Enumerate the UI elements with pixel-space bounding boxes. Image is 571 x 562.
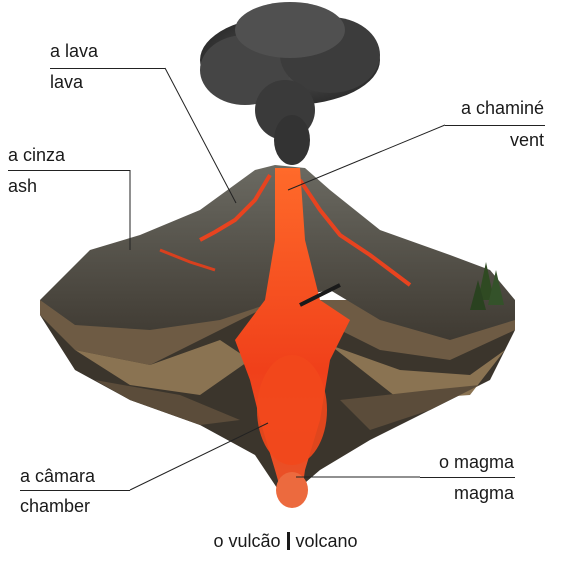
label-chamber-en: chamber (20, 496, 90, 516)
label-lava: a lava (50, 41, 98, 61)
label-lava-en: lava (50, 72, 83, 92)
caption-pt: o vulcão (213, 531, 280, 551)
label-vent-rule (445, 125, 545, 126)
label-chamber-rule (20, 490, 130, 491)
caption-en: volcano (296, 531, 358, 551)
label-magma-en-wrap: magma (454, 483, 514, 503)
label-magma-en: magma (454, 483, 514, 503)
label-lava-en-wrap: lava (50, 72, 83, 92)
label-vent-en: vent (510, 130, 544, 150)
label-ash-pt: a cinza (8, 145, 65, 165)
label-ash: a cinza (8, 145, 65, 165)
label-magma-rule (420, 477, 515, 478)
label-vent: a chaminé (461, 98, 544, 118)
smoke-plume (200, 2, 380, 165)
label-chamber: a câmara (20, 466, 95, 486)
label-vent-en-wrap: vent (510, 130, 544, 150)
caption-divider (287, 532, 290, 550)
caption: o vulcão volcano (0, 530, 571, 552)
label-vent-pt: a chaminé (461, 98, 544, 118)
label-ash-en: ash (8, 176, 37, 196)
label-magma: o magma (439, 452, 514, 472)
label-ash-rule (8, 170, 130, 171)
label-lava-rule (50, 68, 165, 69)
label-chamber-pt: a câmara (20, 466, 95, 486)
label-lava-pt: a lava (50, 41, 98, 61)
label-magma-pt: o magma (439, 452, 514, 472)
label-chamber-en-wrap: chamber (20, 496, 90, 516)
label-ash-en-wrap: ash (8, 176, 37, 196)
